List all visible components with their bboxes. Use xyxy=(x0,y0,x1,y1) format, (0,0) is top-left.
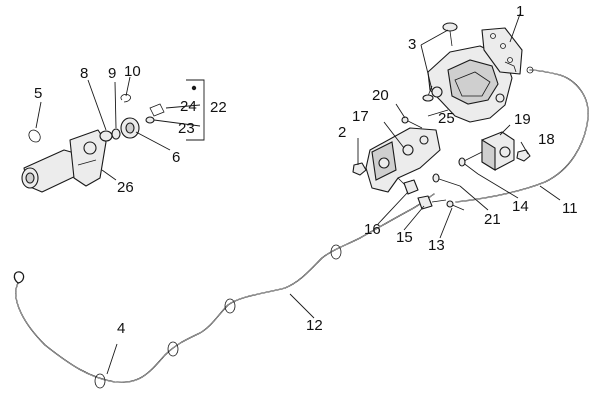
callout-6: 6 xyxy=(172,149,180,166)
callout-25: 25 xyxy=(438,110,455,127)
release-bracket-17 xyxy=(365,127,441,193)
cap-5 xyxy=(28,129,41,143)
spring-clip-10 xyxy=(120,93,131,103)
cable-clip-4a xyxy=(94,373,106,389)
lock-housing-26 xyxy=(21,129,107,193)
latch-assembly-25 xyxy=(427,45,513,123)
callout-16: 16 xyxy=(364,221,381,238)
callout-14: 14 xyxy=(512,198,529,215)
callout-4: 4 xyxy=(117,320,125,337)
pin-21 xyxy=(432,173,461,187)
callout-21: 21 xyxy=(484,211,501,228)
callout-15: 15 xyxy=(396,229,413,246)
callout-3: 3 xyxy=(408,36,416,53)
callout-numbers: 1 2 3 4 5 6 17 8 9 10 11 12 13 14 15 16 … xyxy=(34,3,578,337)
callout-24: 24 xyxy=(180,98,197,115)
callout-17: 17 xyxy=(352,108,369,125)
cable-12 xyxy=(13,193,435,389)
callout-9: 9 xyxy=(108,65,116,82)
cable-clip-c xyxy=(330,244,342,260)
o-ring-23 xyxy=(145,116,155,124)
callout-23: 23 xyxy=(178,120,195,137)
washer-9 xyxy=(111,128,121,140)
cable-end-15 xyxy=(417,195,447,210)
ring-6 xyxy=(120,117,140,139)
cable-end-16 xyxy=(403,179,419,195)
cable-clip-a xyxy=(167,341,179,357)
bushing-8 xyxy=(99,130,113,142)
callout-18: 18 xyxy=(538,131,555,148)
callout-13: 13 xyxy=(428,237,445,254)
nut-18 xyxy=(516,149,531,162)
cable-clip-b xyxy=(224,298,236,314)
screw-14 xyxy=(458,157,479,175)
cable-11 xyxy=(455,66,589,203)
callout-5: 5 xyxy=(34,85,42,102)
callout-8: 8 xyxy=(80,65,88,82)
callout-1: 1 xyxy=(516,3,524,20)
callout-20: 20 xyxy=(372,87,389,104)
actuator-19 xyxy=(461,131,515,171)
screw-20 xyxy=(401,116,423,129)
callout-26: 26 xyxy=(117,179,134,196)
callout-10: 10 xyxy=(124,63,141,80)
nut-2 xyxy=(352,162,367,176)
key-kit-22 xyxy=(145,79,205,141)
callout-19: 19 xyxy=(514,111,531,128)
callout-22: 22 xyxy=(210,99,227,116)
callout-12: 12 xyxy=(306,317,323,334)
callout-11: 11 xyxy=(562,200,578,217)
leader-lines xyxy=(35,13,561,375)
screw-13 xyxy=(446,200,465,211)
latch-bracket-1 xyxy=(481,27,523,75)
callout-2: 2 xyxy=(338,124,346,141)
key-blank-24 xyxy=(149,103,165,117)
screw-3-top xyxy=(442,22,458,47)
